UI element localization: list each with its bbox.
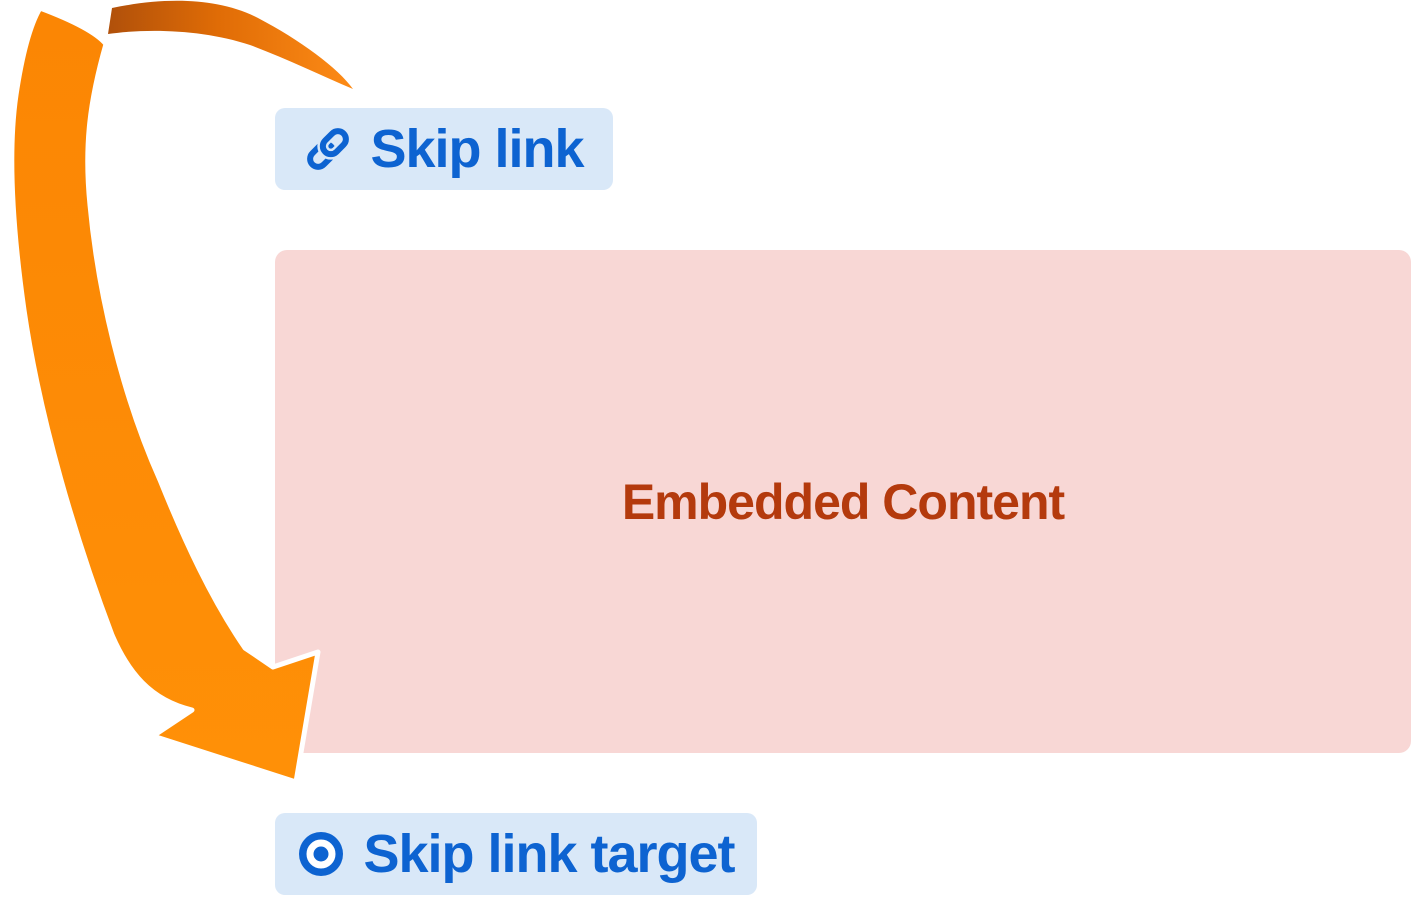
link-icon bbox=[304, 125, 352, 173]
skip-link-button[interactable]: Skip link bbox=[275, 108, 613, 190]
skip-link-target-label: Skip link target bbox=[363, 824, 735, 884]
skip-link-label: Skip link bbox=[370, 119, 584, 179]
embedded-content-box: Embedded Content bbox=[275, 250, 1411, 753]
skip-link-target-button[interactable]: Skip link target bbox=[275, 813, 757, 895]
skip-arrow-body bbox=[9, 5, 321, 785]
skip-arrow-tail bbox=[108, 0, 353, 90]
target-icon bbox=[297, 830, 345, 878]
embedded-content-label: Embedded Content bbox=[621, 473, 1065, 530]
